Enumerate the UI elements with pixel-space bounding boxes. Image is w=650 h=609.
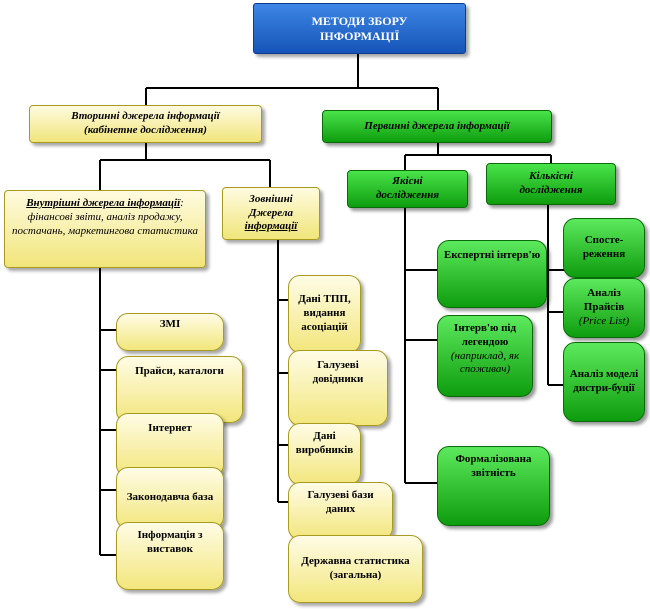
external-line3: інформації	[244, 220, 298, 233]
primary-sources-node: Первинні джерела інформації	[322, 110, 552, 143]
external-sources-node: Зовнішні Джерела інформації	[222, 187, 320, 240]
qualitative-line1: Якісні	[392, 175, 423, 188]
external-item-label: Галузеві довідники	[312, 359, 364, 385]
external-item-label: Дані виробників	[295, 430, 354, 456]
internal-item-label: Законодавча база	[126, 491, 214, 504]
quantitative-item-label: Аналіз моделі дистри-буції	[569, 368, 639, 394]
quantitative-node: Кількісні дослідження	[486, 163, 616, 205]
external-item-label: Галузеві бази даних	[307, 489, 374, 515]
external-item-directories: Галузеві довідники	[288, 350, 388, 426]
internal-item-label: Інтернет	[148, 422, 192, 434]
secondary-line1: Вторинні джерела інформації	[71, 110, 220, 123]
internal-details: : фінансові звіти, аналіз продажу, поста…	[12, 197, 198, 237]
qualitative-item-label: Експертні інтерв'ю	[443, 249, 541, 261]
internal-sources-node: Внутрішні джерела інформації: фінансові …	[4, 190, 206, 268]
internal-item-media: ЗМІ	[116, 313, 224, 351]
quantitative-line1: Кількісні	[529, 170, 573, 183]
internal-item-label: Прайси, каталоги	[135, 365, 224, 377]
qualitative-item-legend: Інтерв'ю під легендою (наприклад, як спо…	[437, 315, 533, 397]
root-node: МЕТОДИ ЗБОРУ ІНФОРМАЦІЇ	[253, 3, 466, 54]
external-item-chamber: Дані ТПП, видання асоціацій	[288, 275, 361, 353]
root-line2: ІНФОРМАЦІЇ	[319, 28, 400, 43]
qualitative-item-note: (наприклад, як споживач)	[450, 349, 520, 376]
quantitative-item-note: (Price List)	[578, 314, 630, 327]
external-item-manufacturers: Дані виробників	[288, 423, 361, 485]
quantitative-item-label: Аналіз Прайсів	[583, 287, 625, 314]
external-item-databases: Галузеві бази даних	[288, 482, 393, 540]
quantitative-line2: дослідження	[519, 184, 583, 196]
qualitative-item-formal: Формалізована звітність	[437, 446, 550, 526]
qualitative-line2: дослідження	[375, 189, 440, 201]
qualitative-item-label: Інтерв'ю під легендою	[453, 322, 517, 348]
internal-item-internet: Інтернет	[116, 413, 224, 477]
primary-label: Первинні джерела інформації	[364, 119, 510, 132]
internal-item-legislation: Законодавча база	[116, 467, 224, 529]
internal-title: Внутрішні джерела інформації	[26, 197, 181, 209]
qualitative-node: Якісні дослідження	[347, 170, 468, 208]
external-line2: Джерела	[249, 206, 293, 219]
root-line1: МЕТОДИ ЗБОРУ	[311, 13, 408, 28]
quantitative-item-label: Спосте-реження	[582, 234, 626, 260]
internal-item-label: Інформація з виставок	[137, 529, 203, 555]
external-item-label: Дані ТПП, видання асоціацій	[298, 293, 351, 333]
internal-item-label: ЗМІ	[159, 318, 181, 330]
quantitative-item-price: Аналіз Прайсів (Price List)	[563, 278, 645, 338]
internal-item-exhibitions: Інформація з виставок	[116, 522, 224, 590]
qualitative-item-label: Формалізована звітність	[455, 453, 532, 479]
external-line1: Зовнішні	[249, 192, 293, 205]
quantitative-item-distribution: Аналіз моделі дистри-буції	[563, 342, 645, 422]
external-item-label: Державна статистика (загальна)	[301, 555, 410, 581]
qualitative-item-expert: Експертні інтерв'ю	[437, 240, 547, 308]
secondary-line2: (кабінетне дослідження)	[84, 124, 207, 136]
external-item-statistics: Державна статистика (загальна)	[288, 535, 423, 603]
secondary-sources-node: Вторинні джерела інформації (кабінетне д…	[29, 105, 262, 143]
quantitative-item-observation: Спосте-реження	[563, 218, 645, 278]
internal-item-price-lists: Прайси, каталоги	[116, 356, 243, 423]
